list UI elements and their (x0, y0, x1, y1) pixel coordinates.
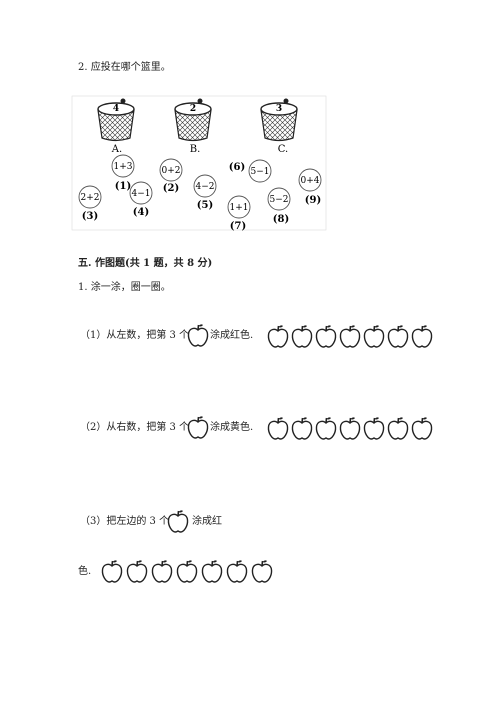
svg-text:(8): (8) (273, 214, 289, 225)
basket-c-number: 3 (276, 104, 282, 114)
basket-c-letter: C. (278, 144, 288, 155)
svg-text:1+1: 1+1 (230, 203, 249, 213)
apple-icon[interactable] (186, 322, 210, 352)
svg-text:1+3: 1+3 (114, 162, 133, 172)
basket-b: 2 B. (174, 98, 212, 155)
apple-icon[interactable] (386, 323, 410, 353)
apple-icon[interactable] (290, 415, 314, 445)
svg-text:(9): (9) (305, 195, 321, 206)
svg-text:4−1: 4−1 (132, 189, 151, 199)
apple-icon[interactable] (200, 558, 224, 588)
basket-a: 4 A. (97, 98, 135, 155)
svg-text:(7): (7) (230, 221, 246, 232)
apple-icon[interactable] (386, 415, 410, 445)
apple-icon[interactable] (338, 323, 362, 353)
apple-icon[interactable] (290, 323, 314, 353)
basket-c: 3 C. (260, 98, 298, 155)
basket-a-letter: A. (111, 144, 122, 155)
basket-b-number: 2 (190, 104, 196, 114)
ball-4: 4−1 (4) (129, 181, 153, 218)
apple-icon[interactable] (175, 558, 199, 588)
apple-icon[interactable] (362, 323, 386, 353)
apple-icon[interactable] (125, 558, 149, 588)
part2-text-after: 涂成黄色. (210, 422, 254, 433)
section-heading: 五. 作图题(共 1 题，共 8 分) (78, 258, 213, 269)
apple-icon[interactable] (266, 415, 290, 445)
svg-text:(2): (2) (163, 183, 179, 194)
apple-icon[interactable] (338, 415, 362, 445)
ball-9: 0+4 (9) (298, 168, 322, 206)
q1-prompt: 1. 涂一涂，圈一圈。 (78, 282, 171, 293)
svg-text:(6): (6) (229, 162, 245, 173)
basket-b-letter: B. (190, 144, 201, 155)
svg-text:(4): (4) (133, 207, 149, 218)
part3-text-before: （3）把左边的 3 个 (80, 516, 170, 527)
apple-icon[interactable] (314, 323, 338, 353)
ball-2: 0+2 (2) (159, 158, 183, 194)
ball-8: 5−2 (8) (267, 187, 291, 225)
apple-icon[interactable] (166, 508, 190, 538)
part1-text-before: （1）从左数，把第 3 个 (80, 330, 190, 341)
svg-text:0+4: 0+4 (301, 176, 320, 186)
apple-icon[interactable] (314, 415, 338, 445)
part3-text-cont: 色. (78, 566, 92, 577)
svg-text:5−1: 5−1 (251, 167, 270, 177)
apple-icon[interactable] (410, 415, 434, 445)
apple-icon[interactable] (266, 323, 290, 353)
apple-icon[interactable] (100, 558, 124, 588)
svg-text:(3): (3) (82, 211, 98, 222)
ball-6: 5−1 (6) (229, 159, 272, 183)
apple-icon[interactable] (225, 558, 249, 588)
ball-7: 1+1 (7) (227, 195, 251, 232)
svg-text:0+2: 0+2 (162, 166, 181, 176)
apple-icon[interactable] (410, 323, 434, 353)
svg-text:2+2: 2+2 (81, 193, 100, 203)
part2-text-before: （2）从右数，把第 3 个 (80, 422, 190, 433)
svg-text:5−2: 5−2 (270, 195, 289, 205)
ball-5: 4−2 (5) (193, 174, 217, 211)
ball-1: 1+3 (1) (111, 154, 135, 192)
apple-icon[interactable] (250, 558, 274, 588)
apple-icon[interactable] (150, 558, 174, 588)
part1-text-after: 涂成红色. (210, 330, 254, 341)
apple-icon[interactable] (186, 414, 210, 444)
svg-text:(5): (5) (197, 200, 213, 211)
part3-text-after: 涂成红 (192, 516, 222, 527)
apple-icon[interactable] (362, 415, 386, 445)
q2-prompt: 2. 应投在哪个篮里。 (78, 62, 171, 73)
ball-3: 2+2 (3) (78, 185, 102, 222)
svg-text:4−2: 4−2 (196, 182, 215, 192)
basket-a-number: 4 (113, 104, 119, 114)
svg-text:(1): (1) (115, 181, 131, 192)
